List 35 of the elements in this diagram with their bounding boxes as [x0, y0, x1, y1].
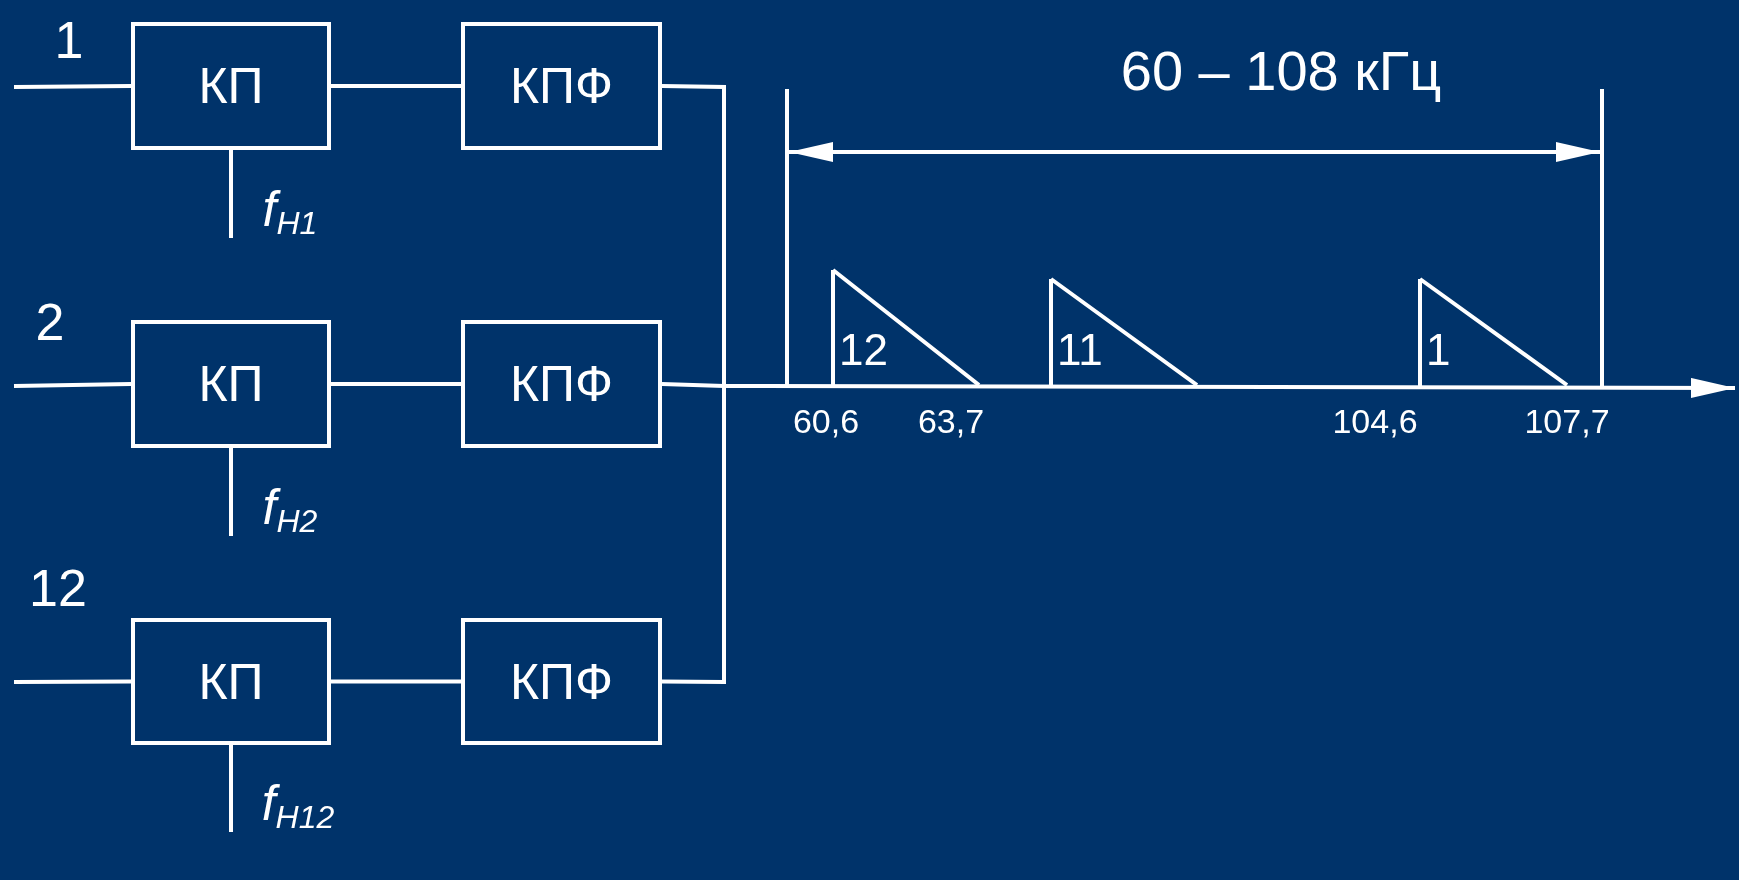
carrier-frequency-label: f$_{H1}$	[262, 180, 318, 241]
connector-line	[662, 386, 726, 684]
connector-line	[14, 84, 132, 89]
connector-line	[229, 745, 233, 832]
channel-number: 1	[1426, 328, 1451, 372]
channel-number: 2	[35, 292, 65, 353]
channel-number: 1	[54, 10, 84, 71]
connector-line	[14, 679, 131, 684]
carrier-frequency-label: f$_{H2}$	[262, 478, 318, 539]
block-box: КПФ	[461, 618, 662, 745]
frequency-tick-label: 60,6	[792, 401, 860, 442]
frequency-tick-label: 63,7	[917, 401, 985, 442]
connector-line	[13, 382, 132, 388]
connector-line	[229, 150, 233, 238]
sideband-triangle	[1418, 277, 1569, 386]
channel-number: 12	[29, 558, 87, 619]
connector-line	[229, 448, 233, 536]
connector-line	[661, 382, 725, 388]
channel-number: 11	[1057, 328, 1103, 372]
block-box: КП	[131, 320, 331, 448]
connector-line	[661, 84, 726, 386]
connector-line	[331, 679, 461, 684]
block-box: КП	[131, 618, 331, 745]
sideband-triangle	[1049, 277, 1199, 386]
carrier-frequency-label: f$_{H12}$	[261, 774, 335, 835]
band-label: 60 – 108 кГц	[1120, 38, 1442, 104]
channel-number: 12	[839, 328, 888, 372]
frequency-tick-label: 104,6	[1332, 401, 1418, 442]
block-box: КПФ	[461, 22, 662, 150]
block-box: КП	[131, 22, 331, 150]
connector-line	[331, 84, 461, 88]
frequency-tick-label: 107,7	[1524, 401, 1610, 442]
sideband-triangle	[831, 268, 981, 386]
connector-line	[331, 382, 461, 386]
block-box: КПФ	[461, 320, 662, 448]
